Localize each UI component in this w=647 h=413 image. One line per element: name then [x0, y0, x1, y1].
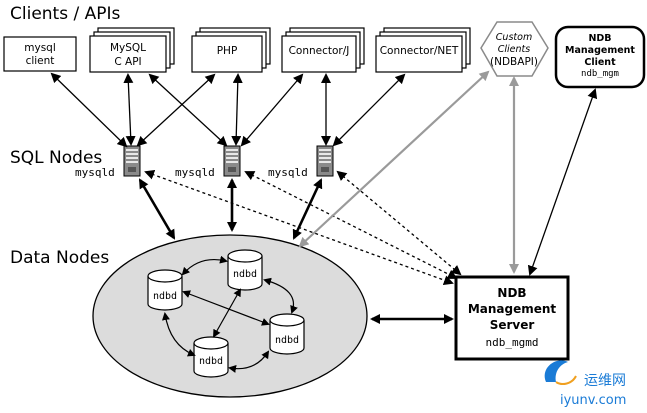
svg-text:mysqld: mysqld — [75, 166, 115, 179]
svg-text:PHP: PHP — [217, 45, 238, 57]
watermark-swoosh-icon — [555, 375, 577, 385]
clients-section-title: Clients / APIs — [10, 4, 121, 24]
data-nodes-section-title: Data Nodes — [10, 248, 109, 268]
svg-text:ndbd: ndbd — [199, 356, 223, 367]
svg-text:Clients: Clients — [498, 44, 531, 55]
sql-nodes-section-title: SQL Nodes — [10, 148, 102, 168]
svg-text:ndb_mgmd: ndb_mgmd — [486, 336, 539, 349]
svg-text:mysqld: mysqld — [175, 166, 215, 179]
data-node-3: ndbd — [269, 313, 305, 355]
watermark-logo-icon — [544, 360, 568, 382]
svg-text:Connector/NET: Connector/NET — [380, 45, 459, 57]
sql-node-3: mysqld — [268, 145, 334, 179]
svg-text:Management: Management — [565, 45, 635, 56]
custom-clients-ndbapi: Custom Clients (NDBAPI) — [480, 21, 549, 77]
mgm-client-server-connection — [527, 88, 598, 276]
svg-text:(NDBAPI): (NDBAPI) — [490, 56, 538, 68]
svg-text:NDB: NDB — [497, 286, 526, 300]
ndb-management-client: NDB Management Client ndb_mgm — [554, 25, 646, 89]
client-php: PHP — [191, 27, 271, 73]
client-connector-net: Connector/NET — [375, 27, 471, 73]
svg-text:运维网: 运维网 — [584, 373, 626, 389]
svg-text:mysql: mysql — [24, 42, 56, 54]
server-icon — [316, 145, 334, 177]
client-mysql: mysql client — [3, 36, 77, 72]
server-icon — [123, 145, 141, 177]
ndb-management-server: NDB Management Server ndb_mgmd — [454, 275, 570, 361]
server-icon — [223, 145, 241, 177]
svg-text:Client: Client — [584, 57, 616, 68]
watermark: 运维网 iyunv.com — [544, 360, 626, 408]
svg-text:ndbd: ndbd — [153, 291, 177, 302]
svg-text:client: client — [26, 55, 55, 67]
client-sql-connections — [50, 72, 406, 148]
data-node-1: ndbd — [147, 269, 183, 311]
svg-text:ndbd: ndbd — [233, 269, 257, 280]
svg-text:ndbd: ndbd — [275, 335, 299, 346]
svg-text:mysqld: mysqld — [268, 166, 308, 179]
svg-text:Custom: Custom — [496, 32, 532, 43]
svg-text:Server: Server — [490, 318, 535, 332]
sql-node-2: mysqld — [175, 145, 241, 179]
sql-data-connections — [138, 178, 323, 240]
database-icon — [269, 313, 305, 355]
data-node-interconnects — [162, 255, 298, 373]
svg-text:MySQL: MySQL — [110, 42, 146, 54]
svg-text:NDB: NDB — [588, 33, 611, 44]
data-node-2: ndbd — [227, 249, 263, 291]
svg-text:ndb_mgm: ndb_mgm — [581, 69, 619, 79]
client-connector-j: Connector/J — [281, 27, 365, 73]
svg-text:Connector/J: Connector/J — [289, 45, 350, 57]
database-icon — [147, 269, 183, 311]
data-node-4: ndbd — [193, 336, 229, 378]
svg-text:C API: C API — [114, 56, 141, 68]
sql-node-1: mysqld — [75, 145, 141, 179]
svg-text:iyunv.com: iyunv.com — [560, 393, 626, 408]
client-mysql-capi: MySQL C API — [89, 27, 175, 73]
svg-text:Management: Management — [468, 302, 557, 316]
ndbapi-connections — [298, 70, 519, 274]
